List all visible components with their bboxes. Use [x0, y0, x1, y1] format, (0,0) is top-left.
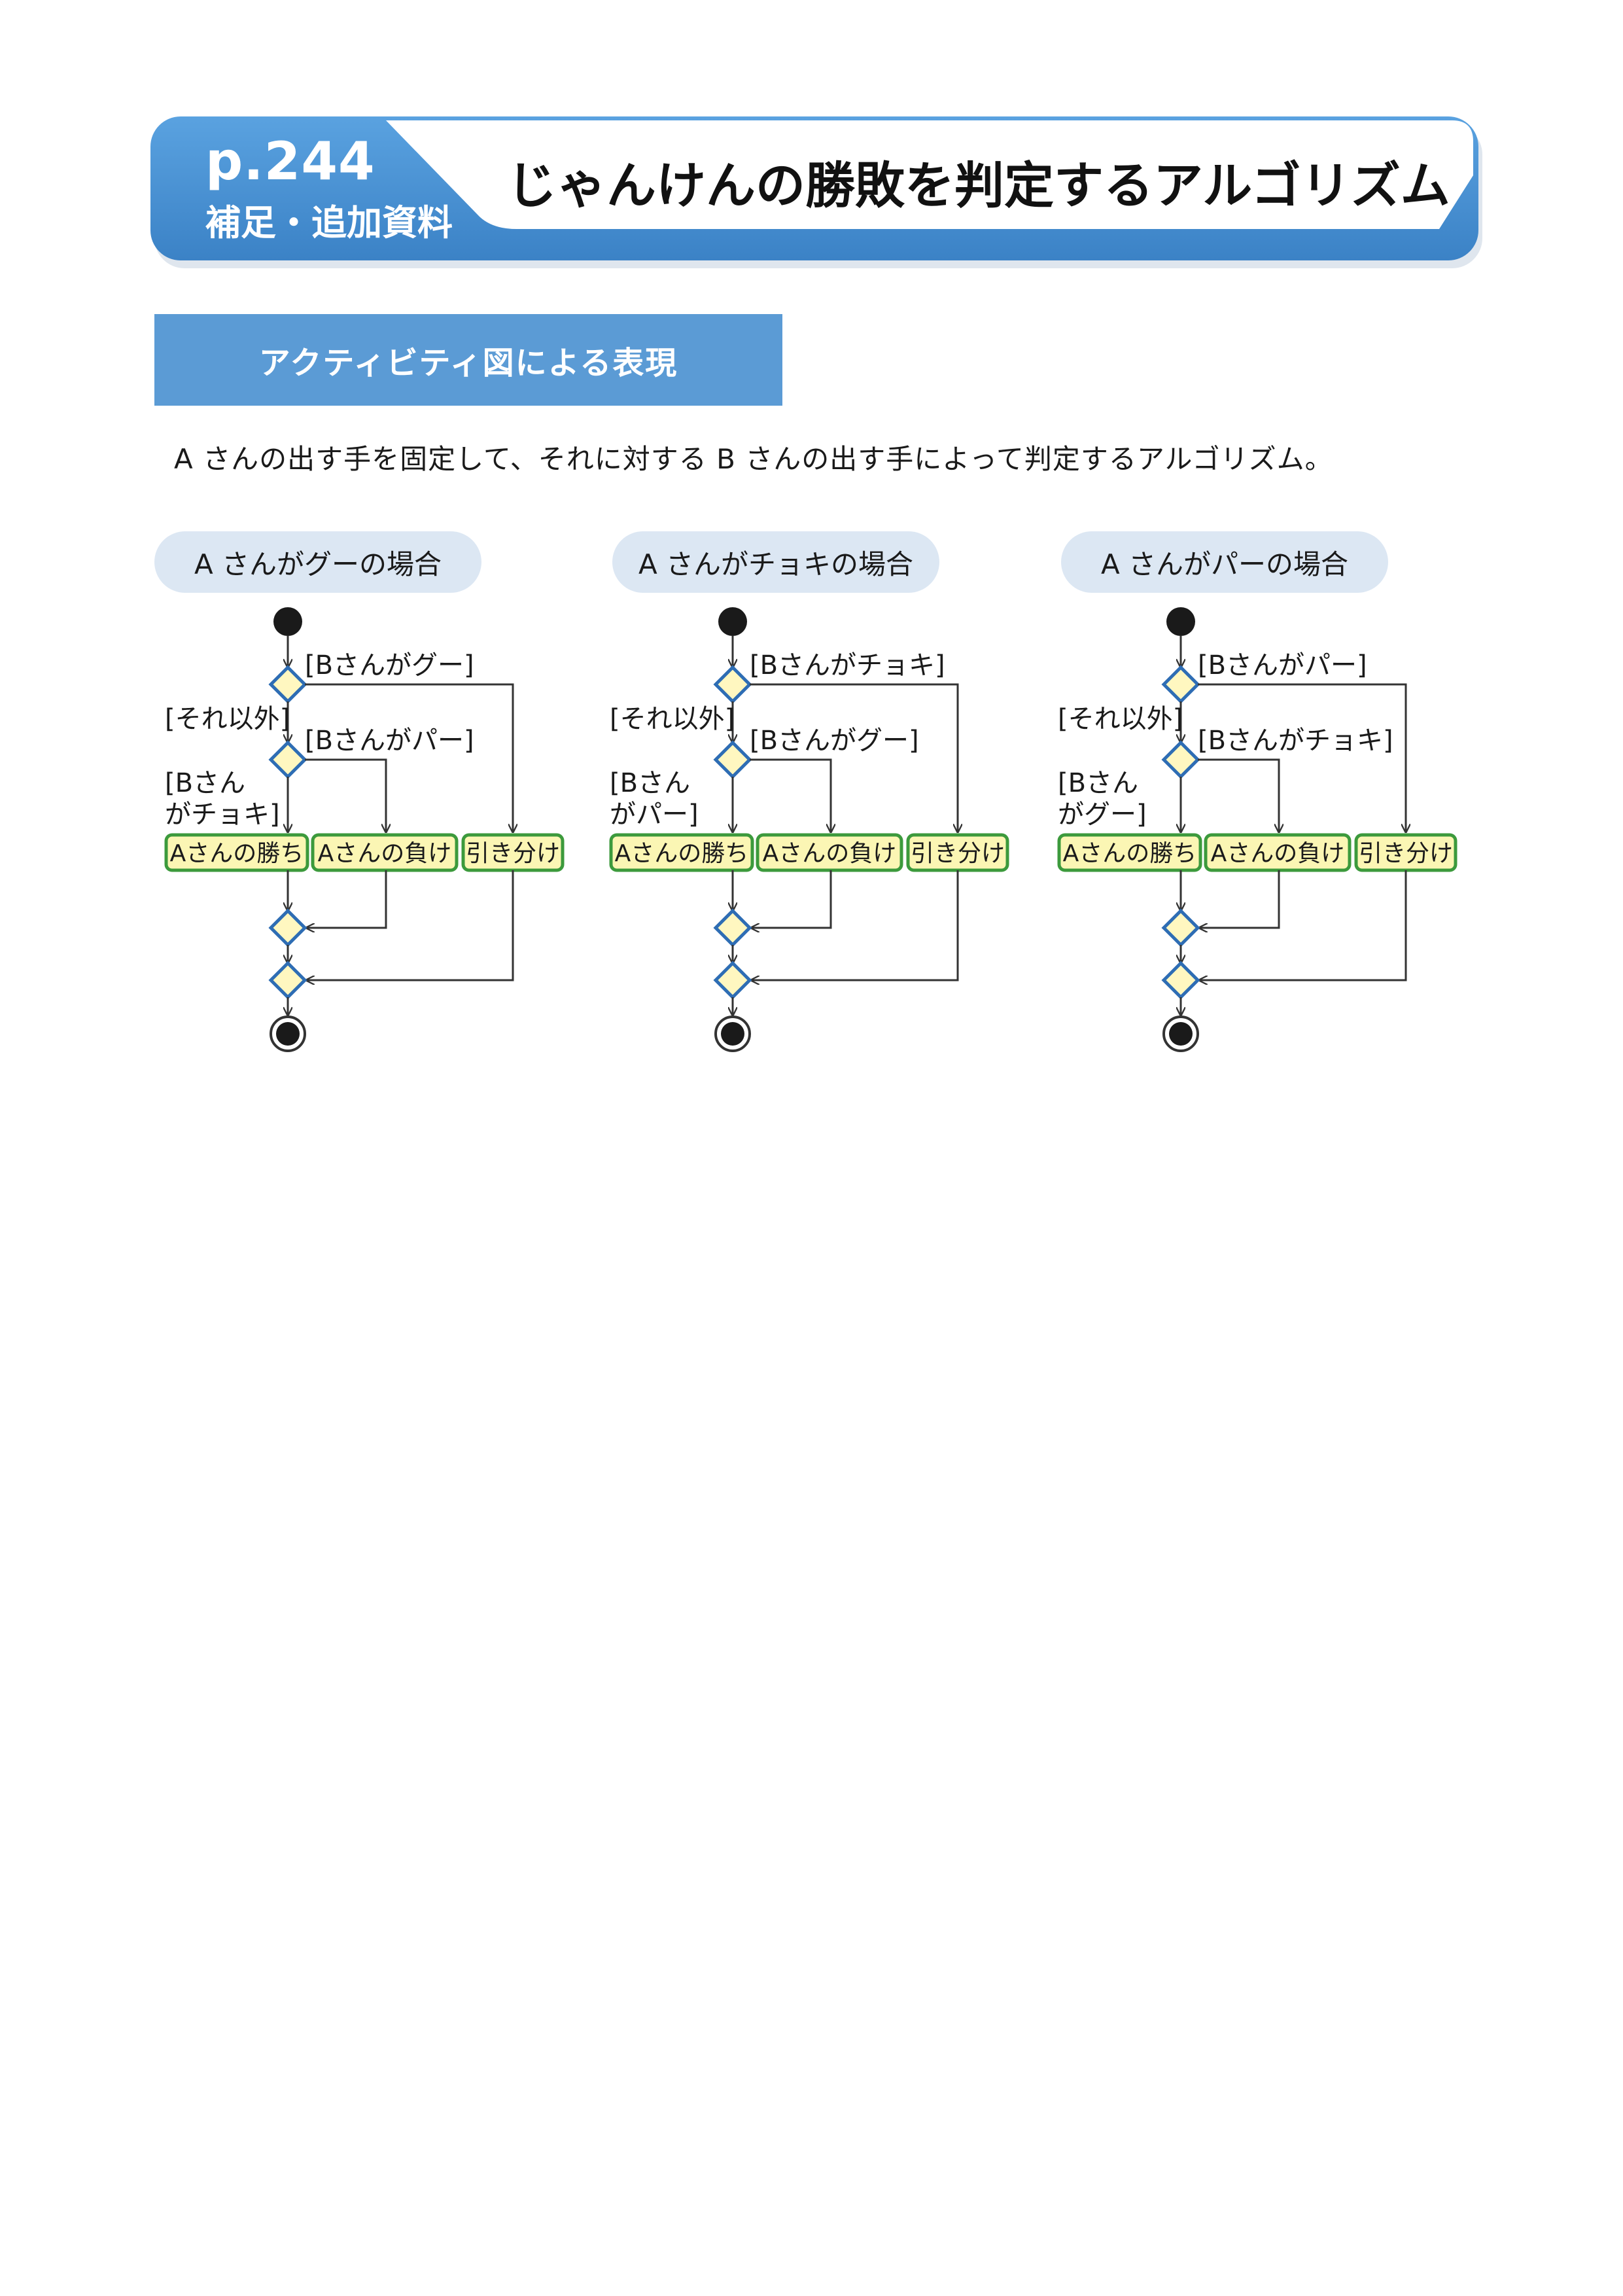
guard-label: [それ以外] — [165, 704, 290, 734]
intro-text: A さんの出す手を固定して、それに対する B さんの出す手によって判定するアルゴ… — [174, 443, 1333, 475]
case-label-rock: A さんがグーの場合 — [154, 531, 481, 593]
action-label: 引き分け — [911, 840, 1005, 867]
page-header: p.244 補足・追加資料 じゃんけんの勝敗を判定するアルゴリズム — [150, 116, 1485, 274]
end-node — [1169, 1022, 1193, 1046]
flow-edge — [1199, 870, 1280, 928]
guard-label: [Bさんがチョキ] — [750, 650, 945, 680]
guard-label: がチョキ] — [165, 800, 280, 830]
flow-edge — [306, 870, 514, 980]
guard-label: [Bさん — [165, 768, 245, 798]
flow-edge — [306, 870, 387, 928]
start-node — [718, 607, 747, 636]
end-node — [721, 1022, 744, 1046]
guard-label: [Bさんがパー] — [1198, 650, 1367, 680]
action-node — [756, 833, 903, 872]
decision-node — [268, 665, 307, 704]
case-label-paper: A さんがパーの場合 — [1061, 531, 1388, 593]
action-label: Aさんの勝ち — [170, 840, 304, 867]
merge-node — [268, 961, 307, 1000]
start-node — [1166, 607, 1195, 636]
guard-label: がグー] — [1058, 800, 1147, 830]
start-node — [273, 607, 302, 636]
flow-edge — [305, 683, 513, 832]
action-node — [1057, 833, 1202, 872]
action-label: 引き分け — [1359, 840, 1453, 867]
merge-node — [1161, 961, 1200, 1000]
action-label: Aさんの負け — [1211, 840, 1345, 867]
decision-node — [268, 740, 307, 779]
header-banner-shape — [150, 116, 1482, 268]
page-number: p.244 — [205, 131, 375, 192]
guard-label: がパー] — [610, 800, 699, 830]
flow-edge — [750, 683, 958, 832]
guard-label: [Bさんがグー] — [305, 650, 474, 680]
decision-node — [713, 740, 752, 779]
flow-edge — [750, 758, 831, 832]
flow-edge — [751, 870, 959, 980]
case-label-scissors: A さんがチョキの場合 — [612, 531, 939, 593]
decision-node — [713, 665, 752, 704]
guard-label: [Bさんがチョキ] — [1198, 726, 1393, 756]
guard-label: [Bさんがグー] — [750, 726, 919, 756]
merge-node — [713, 908, 752, 947]
page-title: じゃんけんの勝敗を判定するアルゴリズム — [507, 156, 1450, 215]
guard-label: [それ以外] — [610, 704, 735, 734]
merge-node — [713, 961, 752, 1000]
action-label: Aさんの負け — [763, 840, 897, 867]
action-node — [311, 833, 459, 872]
flow-edge — [305, 758, 386, 832]
guard-label: [Bさんがパー] — [305, 726, 474, 756]
decision-node — [1161, 665, 1200, 704]
action-node — [1204, 833, 1352, 872]
action-node — [164, 833, 309, 872]
action-label: 引き分け — [466, 840, 560, 867]
merge-node — [1161, 908, 1200, 947]
guard-label: [Bさん — [610, 768, 690, 798]
flow-edge — [1199, 870, 1407, 980]
action-node — [609, 833, 754, 872]
diagram-scissors: [Bさんがチョキ] [それ以外] [Bさんがグー] [Bさんがパー] Aさんの勝ち Aさん… — [609, 607, 1009, 1052]
merge-node — [268, 908, 307, 947]
end-node — [276, 1022, 300, 1046]
guard-label: [Bさん — [1058, 768, 1138, 798]
decision-node — [1161, 740, 1200, 779]
flow-edge — [1198, 758, 1279, 832]
guard-label: [それ以外] — [1058, 704, 1183, 734]
diagram-paper: [Bさんがパー] [それ以外] [Bさんがチョキ] [Bさんがグー] Aさんの勝ち Aさん… — [1057, 607, 1457, 1052]
action-label: Aさんの勝ち — [615, 840, 749, 867]
section-heading: アクティビティ図による表現 — [154, 314, 782, 406]
section-tag: 補足・追加資料 — [205, 202, 453, 243]
diagram-rock: [Bさんがグー] [それ以外] [Bさんがパー] [Bさんがチョキ] Aさんの勝ち Aさん… — [164, 607, 565, 1052]
action-label: Aさんの負け — [318, 840, 452, 867]
flow-edge — [751, 870, 832, 928]
flow-edge — [1198, 683, 1406, 832]
action-label: Aさんの勝ち — [1063, 840, 1197, 867]
